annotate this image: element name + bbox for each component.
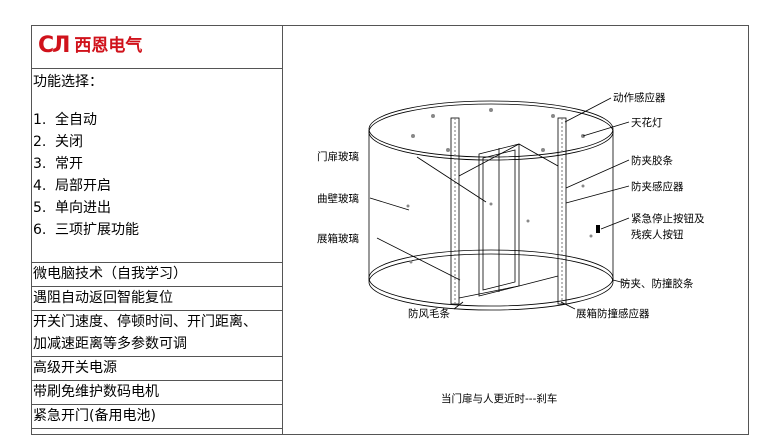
- label-door-glass: 门扉玻璃: [317, 150, 359, 163]
- function-item: 6.三项扩展功能: [33, 222, 139, 238]
- feature-row: 高级开关电源: [32, 357, 282, 381]
- diagram-caption: 当门扉与人更近时---刹车: [441, 393, 558, 405]
- brand-name: 西恩电气: [74, 36, 143, 56]
- label-disabled-button: 残疾人按钮: [631, 228, 684, 241]
- label-anti-pinch-collision: 防夹、防撞胶条: [620, 277, 694, 290]
- brand-mark: CЛ: [38, 33, 70, 58]
- label-emergency-stop: 紧急停止按钮及: [631, 212, 705, 225]
- feature-row: 遇阻自动返回智能复位: [32, 287, 282, 311]
- function-list: 1.全自动 2.关闭 3.常开 4.局部开启 5.单向进出 6.三项扩展功能: [33, 109, 139, 241]
- feature-column: CЛ 西恩电气 功能选择： 1.全自动 2.关闭 3.常开 4.局部开启 5.单…: [32, 26, 283, 434]
- feature-row: 开关门速度、停顿时间、开门距离、加减速距离等多参数可调: [32, 311, 282, 357]
- function-item: 4.局部开启: [33, 178, 111, 194]
- label-showcase-glass: 展箱玻璃: [317, 232, 359, 245]
- revolving-door-diagram: 动作感应器 天花灯 门扉玻璃 防夹胶条 曲壁玻璃 防夹感应器 紧急停止按钮及 残…: [283, 26, 749, 434]
- logo-row: CЛ 西恩电气: [32, 26, 282, 69]
- function-item: 2.关闭: [33, 134, 83, 150]
- label-ceiling-light: 天花灯: [631, 116, 663, 129]
- label-anti-pinch-sensor: 防夹感应器: [631, 180, 684, 193]
- brand-logo: CЛ 西恩电气: [38, 35, 142, 57]
- label-curved-glass: 曲壁玻璃: [317, 192, 359, 205]
- label-showcase-sensor: 展箱防撞感应器: [576, 307, 650, 320]
- product-spec-table: CЛ 西恩电气 功能选择： 1.全自动 2.关闭 3.常开 4.局部开启 5.单…: [31, 25, 749, 435]
- function-item: 3.常开: [33, 156, 83, 172]
- function-title: 功能选择：: [33, 74, 103, 90]
- label-wind-brush: 防风毛条: [408, 307, 450, 320]
- function-item: 1.全自动: [33, 112, 97, 128]
- feature-row: [32, 429, 282, 434]
- feature-row: 微电脑技术（自我学习）: [32, 263, 282, 287]
- function-item: 5.单向进出: [33, 200, 111, 216]
- door-illustration: 动作感应器 天花灯 门扉玻璃 防夹胶条 曲壁玻璃 防夹感应器 紧急停止按钮及 残…: [317, 91, 705, 320]
- label-anti-pinch-strip: 防夹胶条: [631, 154, 673, 167]
- function-selection: 功能选择： 1.全自动 2.关闭 3.常开 4.局部开启 5.单向进出 6.三项…: [32, 69, 282, 263]
- feature-row: 带刷免维护数码电机: [32, 381, 282, 405]
- label-motion-sensor: 动作感应器: [613, 91, 666, 104]
- feature-row: 紧急开门(备用电池): [32, 405, 282, 429]
